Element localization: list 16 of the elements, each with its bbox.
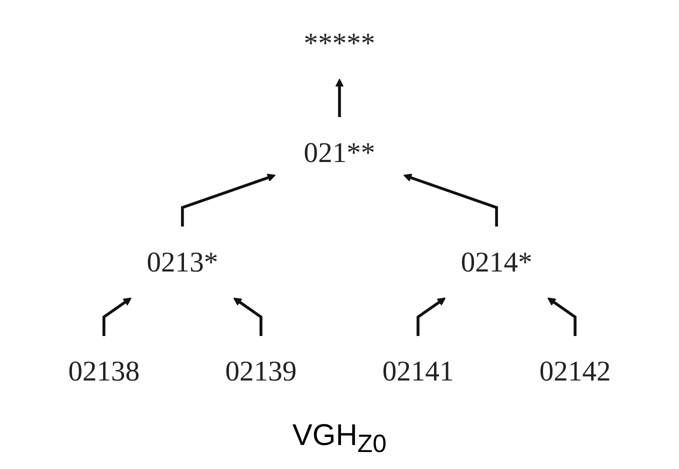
arrow [102,298,132,336]
arrow [233,298,262,336]
diagram-caption: VGH$_{Z0}$ [292,419,387,459]
node-text: 0214* [460,246,532,278]
node-text: 02141 [382,356,454,388]
arrow [403,174,498,227]
arrow [181,174,276,227]
arrow [547,298,576,336]
arrow [416,298,446,336]
arrow [335,78,344,118]
node-text: 02138 [68,356,140,388]
node-text: 02139 [225,356,297,388]
node-text: 021** [304,137,376,168]
node-text: ***** [304,28,376,60]
node-text: 02142 [539,356,611,388]
node-text: 0213* [146,246,218,278]
